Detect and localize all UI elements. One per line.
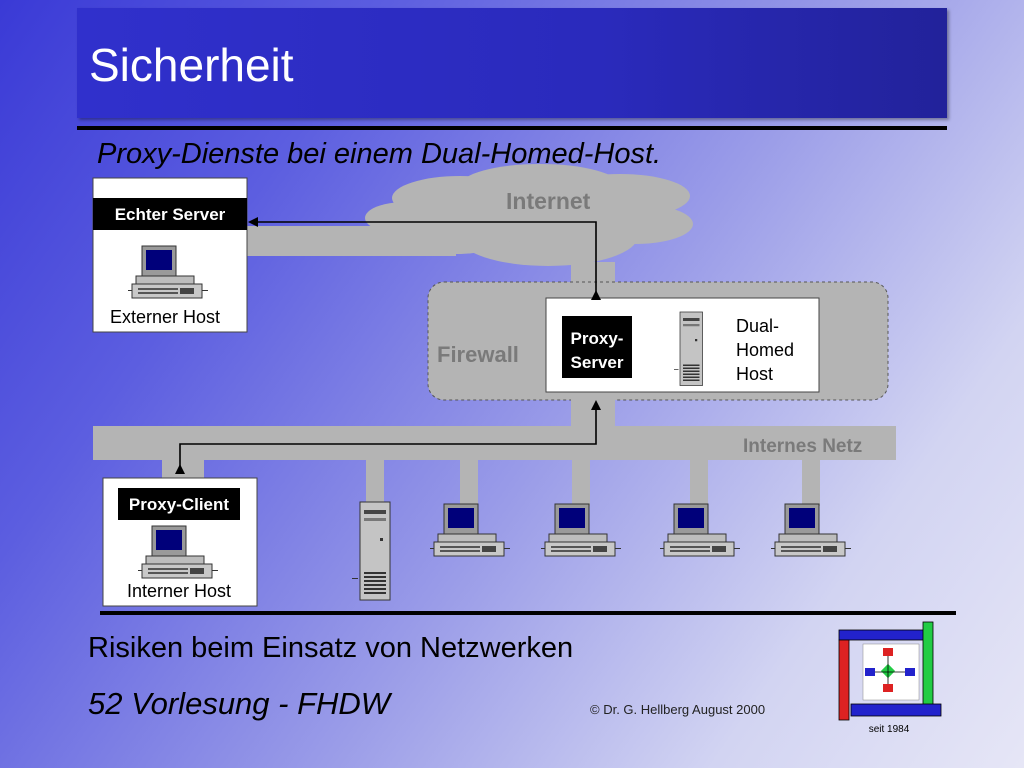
proxy-server-label-1: Proxy-	[571, 329, 624, 348]
course-topic: Risiken beim Einsatz von Netzwerken	[88, 632, 574, 664]
external-link	[246, 226, 456, 256]
drop-pc-2	[572, 460, 590, 506]
proxy-client-header: Proxy-Client	[129, 495, 229, 514]
internal-pc-2-icon	[540, 503, 622, 557]
external-server-box: Echter Server Externer Host	[92, 177, 248, 333]
arrow-client-to-proxy	[175, 400, 601, 474]
title-bar: Sicherheit	[77, 8, 947, 118]
dual-homed-label-1: Dual-	[736, 316, 779, 336]
dual-homed-host-box: Proxy- Server Dual- Homed Host	[545, 297, 820, 393]
logo-caption: seit 1984	[869, 724, 910, 735]
external-host-label: Externer Host	[110, 307, 220, 327]
internal-net-label: Internes Netz	[743, 436, 862, 457]
proxy-client-box: Proxy-Client Interner Host	[102, 477, 258, 607]
proxy-server-label-2: Server	[571, 353, 624, 372]
drop-server	[366, 460, 384, 504]
internal-host-label: Interner Host	[127, 581, 231, 601]
dual-homed-label-2: Homed	[736, 340, 794, 360]
drop-pc-1	[460, 460, 478, 506]
external-server-header: Echter Server	[115, 205, 226, 224]
lecture-label: 52 Vorlesung - FHDW	[88, 686, 391, 721]
dual-homed-label-3: Host	[736, 364, 773, 384]
internal-pc-1-icon	[429, 503, 511, 557]
internal-server-icon	[351, 501, 391, 601]
footer-rule	[100, 611, 956, 615]
internal-pc-3-icon	[659, 503, 741, 557]
internal-pc-4-icon	[770, 503, 852, 557]
drop-pc-4	[802, 460, 820, 506]
fhdw-logo: seit 1984	[838, 621, 942, 735]
arrow-proxy-to-external	[248, 217, 601, 300]
title-rule	[77, 126, 947, 130]
copyright-text: © Dr. G. Hellberg August 2000	[590, 702, 766, 717]
internet-label: Internet	[506, 188, 591, 214]
slide-subtitle: Proxy-Dienste bei einem Dual-Homed-Host.	[97, 138, 662, 170]
slide-title: Sicherheit	[89, 39, 294, 91]
drop-pc-3	[690, 460, 708, 506]
firewall-label: Firewall	[437, 342, 519, 367]
